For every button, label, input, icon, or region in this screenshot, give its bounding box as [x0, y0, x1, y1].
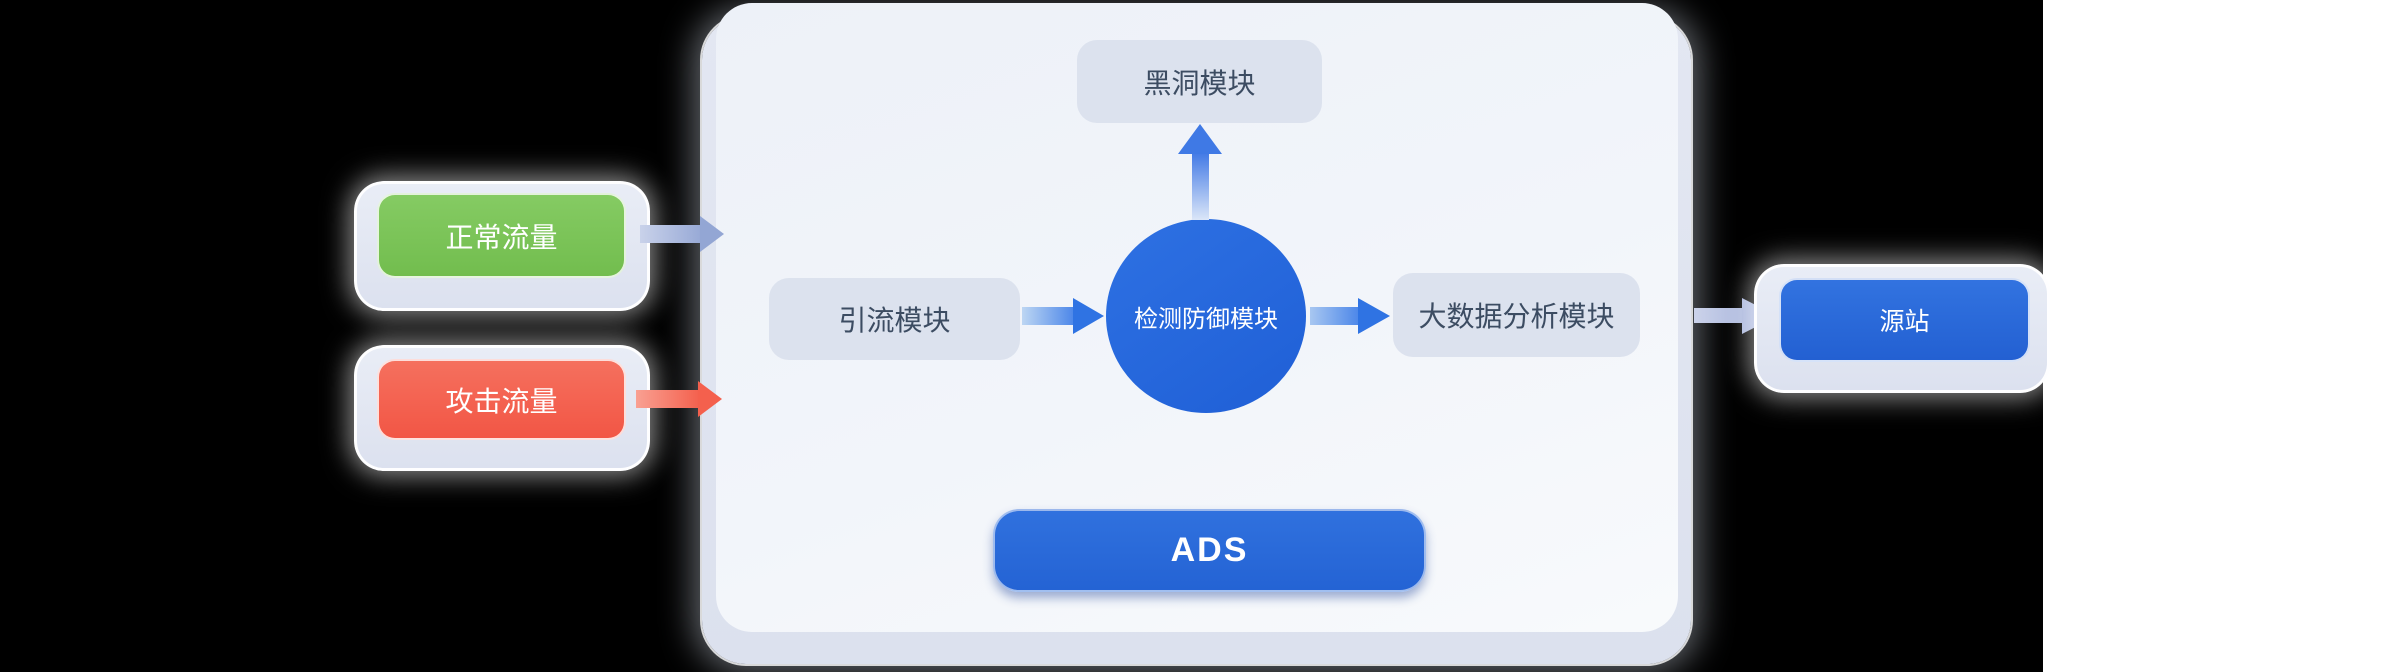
- panel-to-origin-arrow-shaft: [1694, 308, 1744, 323]
- normal-traffic-arrow-icon: [700, 216, 724, 252]
- normal-traffic-label: 正常流量: [445, 221, 558, 253]
- origin-site-box: 源站: [1779, 278, 2030, 362]
- bigdata-analysis-module-label: 大数据分析模块: [1418, 301, 1615, 332]
- detection-to-bigdata-arrow-shaft: [1310, 307, 1358, 325]
- detection-defense-module-label: 检测防御模块: [1134, 305, 1278, 333]
- origin-site-label: 源站: [1879, 308, 1930, 336]
- normal-traffic-box: 正常流量: [377, 193, 626, 278]
- origin-site-node: 源站: [1754, 264, 2050, 393]
- detection-to-blackhole-arrow-shaft: [1192, 152, 1209, 220]
- diversion-module-box: 引流模块: [769, 278, 1020, 360]
- normal-traffic-arrow-shaft: [640, 225, 702, 243]
- blackhole-module-label: 黑洞模块: [1143, 67, 1256, 99]
- blackhole-module-box: 黑洞模块: [1077, 40, 1322, 123]
- attack-traffic-label: 攻击流量: [445, 385, 558, 417]
- detection-to-blackhole-arrow-icon: [1178, 124, 1222, 154]
- diversion-to-detection-arrow-icon: [1073, 298, 1104, 334]
- diversion-to-detection-arrow-shaft: [1022, 307, 1073, 325]
- normal-traffic-node: 正常流量: [354, 181, 650, 311]
- right-background-strip: [2043, 0, 2400, 672]
- diversion-module-label: 引流模块: [838, 305, 951, 336]
- attack-traffic-arrow-icon: [698, 381, 722, 417]
- ads-product-label: ADS: [1170, 531, 1249, 569]
- attack-traffic-arrow-shaft: [636, 390, 700, 408]
- detection-defense-module-circle: 检测防御模块: [1106, 219, 1306, 413]
- ads-product-badge: ADS: [993, 509, 1426, 592]
- attack-traffic-box: 攻击流量: [377, 359, 626, 440]
- bigdata-analysis-module-box: 大数据分析模块: [1393, 273, 1640, 357]
- attack-traffic-node: 攻击流量: [354, 345, 650, 471]
- detection-to-bigdata-arrow-icon: [1358, 298, 1390, 334]
